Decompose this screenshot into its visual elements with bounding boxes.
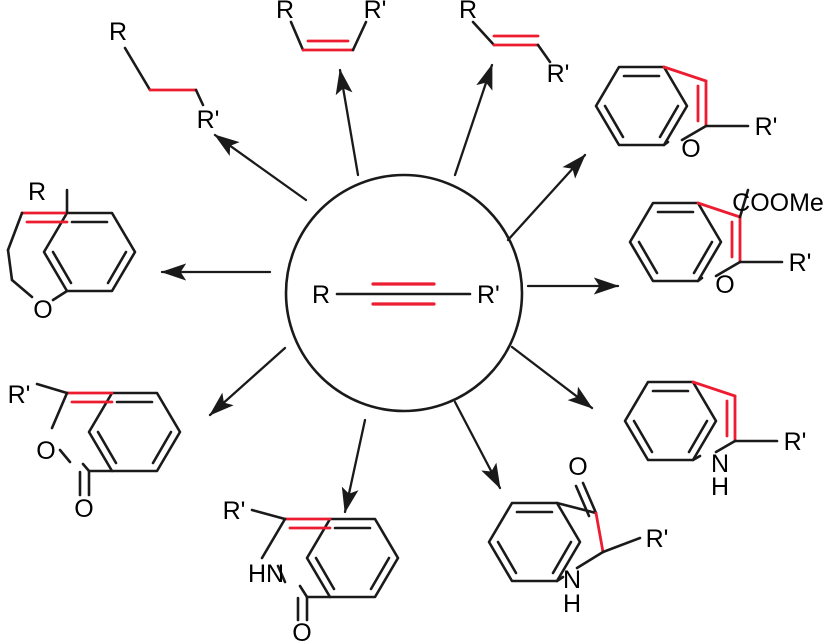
product-indolin-3-one	[487, 481, 642, 583]
benzofuran-ester-Rprime-label: R'	[789, 249, 812, 277]
indole-N-label: N	[711, 450, 729, 478]
product-trans-alkene	[471, 20, 552, 64]
isoquinolinone-HN-label: HN	[248, 560, 284, 588]
trans-alkene-R-label: R	[459, 0, 477, 24]
indolinone-O-label: O	[568, 453, 587, 481]
product-indole	[623, 380, 779, 462]
arrow-to-alkane	[213, 133, 308, 202]
arrow-to-isoquinolinone	[341, 418, 367, 514]
benzofuran-ester-O-label: O	[715, 271, 734, 299]
isocoumarin-Rprime-label: R'	[8, 381, 31, 409]
product-benzofuran	[594, 65, 750, 147]
arrow-to-cis-alkene	[335, 68, 360, 177]
arrow-to-indole	[510, 345, 594, 410]
isoquinolinone-O-label: O	[292, 619, 311, 644]
arrow-to-isocoumarin	[208, 346, 287, 417]
benzofuran-ester-COOMe-label: COOMe	[732, 189, 824, 217]
atom-labels: R R' R R' R R' R R' O R' COOMe O R' N H …	[8, 0, 824, 644]
product-alkane	[123, 46, 205, 107]
chromene-O-label: O	[33, 296, 52, 324]
isocoumarin-ring-O-label: O	[36, 437, 55, 465]
indolinone-N-label: N	[563, 566, 581, 594]
cis-alkene-Rprime-label: R'	[364, 0, 387, 24]
benzofuran-Rprime-label: R'	[755, 113, 778, 141]
product-isocoumarin	[35, 382, 182, 497]
benzofuran-O-label: O	[681, 135, 700, 163]
indole-H-label: H	[711, 473, 729, 501]
indole-Rprime-label: R'	[784, 428, 807, 456]
product-benzofuran-ester	[628, 188, 784, 283]
center-alkyne	[335, 282, 472, 306]
alkane-R-label: R	[109, 18, 127, 46]
indolinone-H-label: H	[563, 590, 581, 618]
center-alkyne-R-label: R	[312, 281, 330, 309]
arrow-to-trans-alkene	[453, 63, 494, 177]
isocoumarin-carbonyl-O-label: O	[74, 495, 93, 523]
indolinone-Rprime-label: R'	[646, 525, 669, 553]
center-alkyne-Rprime-label: R'	[477, 281, 500, 309]
product-isoquinolinone	[250, 508, 400, 622]
arrow-to-indolin-3-one	[453, 400, 502, 490]
product-chromene	[6, 188, 137, 302]
isoquinolinone-Rprime-label: R'	[223, 497, 246, 525]
arrow-to-benzofuran	[506, 153, 587, 242]
chromene-R-label: R	[28, 178, 46, 206]
cis-alkene-R-label: R	[276, 0, 294, 24]
trans-alkene-Rprime-label: R'	[547, 60, 570, 88]
alkane-Rprime-label: R'	[197, 106, 220, 134]
product-cis-alkene	[289, 20, 368, 52]
